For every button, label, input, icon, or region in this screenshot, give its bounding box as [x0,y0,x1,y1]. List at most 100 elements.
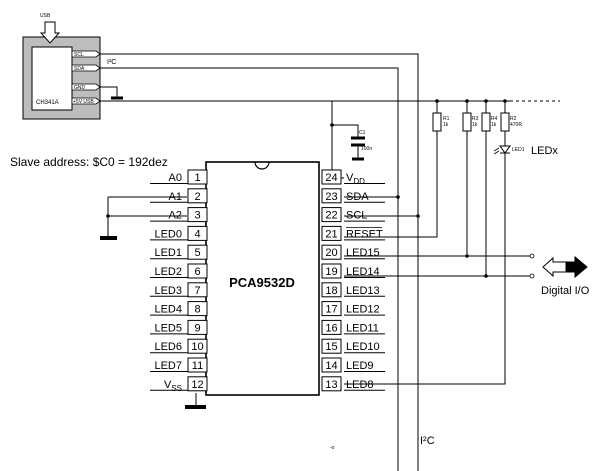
pin-number: 19 [325,266,337,278]
address-junctions [106,214,110,218]
light-rays-icon [493,147,500,155]
pin-number: 13 [325,379,337,391]
pin-number: 23 [325,191,337,203]
pin-number: 12 [191,379,203,391]
ic-pin: 3 A2 [150,207,208,223]
pin-label: SDA [346,191,369,203]
pin-number: 22 [325,210,337,222]
resistor-r4: R4 1k [481,112,498,132]
resistor-r2: R2 470R [500,112,522,132]
resistor-value: 1k [491,122,497,128]
ic-pin: 2A1 [150,188,208,204]
usb-label: USB [40,13,51,19]
ic-pin: 15 LED10 [321,338,385,354]
resistor-name: R4 [491,116,498,122]
pin-number: 10 [191,341,203,353]
resistor-value: 1k [472,122,478,128]
pin-label: A2 [169,210,182,222]
pin-number: 21 [325,228,337,240]
pin-number: 3 [194,210,200,222]
pin-label: LED6 [154,341,182,353]
resistor-name: R2 [510,116,517,122]
converter-pin-scl: SCL [71,50,101,58]
vcc-rail [100,100,560,179]
ic-notch [254,161,270,170]
pin-number: 9 [194,322,200,334]
pin-number: 16 [325,322,337,334]
vcc-junctions [330,99,507,218]
converter-pin-5v: +5V USB [71,97,101,105]
i2c-bus-label: I²C [107,59,116,66]
ic-pin: 19 LED14 [321,263,385,279]
ic-pin: 12 VSS [150,376,208,393]
ic-pin: 9 LED5 [150,319,208,335]
pin-label: VDD [346,172,365,186]
ic-pin: 22 SCL [321,207,385,223]
usb-arrow-icon [39,21,61,44]
pin-label: A0 [169,172,182,184]
usb-converter-module: USB CH341A SCL SDA GND +5V USB [22,13,101,120]
i2c-bus-wires [100,53,419,471]
resistor-value: 470R [510,122,522,128]
pin-label: SCL [346,210,367,222]
pin-number: 5 [194,247,200,259]
pin-label: LED5 [154,322,182,334]
converter-pin-label: SDA [74,66,85,72]
digital-io-arrow-icon [542,255,588,279]
pin-number: 1 [194,172,200,184]
ic-name: PCA9532D [229,275,295,290]
capacitor-c1: C1 100n [351,130,372,161]
ic-pin: 23 SDA [321,188,385,204]
pin-number: 18 [325,285,337,297]
pin-number: 17 [325,304,337,316]
capacitor-name: C1 [359,130,366,136]
pin-number: 8 [194,304,200,316]
converter-pin-sda: SDA [71,64,101,72]
pin-number: 2 [194,191,200,203]
pin-label: LED8 [346,379,374,391]
output-junctions [465,254,488,278]
resistor-name: R3 [472,116,479,122]
capacitor-value: 100n [361,146,372,152]
pin-label: LED2 [154,266,182,278]
pin-label: LED1 [154,247,182,259]
converter-pin-label: GND [74,85,86,91]
resistor-r3: R3 1k [462,112,479,132]
ic-pin: 5 LED1 [150,244,208,260]
pin-number: 11 [192,360,203,372]
led-diode: LED1 [493,131,525,252]
pin-label: LED10 [346,341,380,353]
converter-pin-label: SCL [74,52,84,58]
led-name: LED1 [512,147,525,153]
ic-pin: 1 A0 [150,169,208,185]
ledx-label: LEDx [531,145,558,157]
ic-pca9532d: PCA9532D [205,161,320,396]
converter-name: CH341A [36,100,59,106]
slave-address-text: Slave address: $C0 = 192dez [10,155,168,169]
pin-label: LED3 [154,285,182,297]
pin-number: 15 [325,341,337,353]
pin-number: 24 [325,172,337,184]
pin-number: 14 [325,360,337,372]
output-wires [344,131,530,385]
ic-pin: 24 VDD [321,169,385,186]
ic-pin: 18 LED13 [321,282,385,298]
ic-pin: 10 LED6 [150,338,208,354]
pin-label: RESET [346,228,383,240]
pin-label: LED14 [346,266,380,278]
pin-label: LED13 [346,285,380,297]
stray-mark: -o [330,445,335,451]
pin-label: VSS [164,379,182,393]
